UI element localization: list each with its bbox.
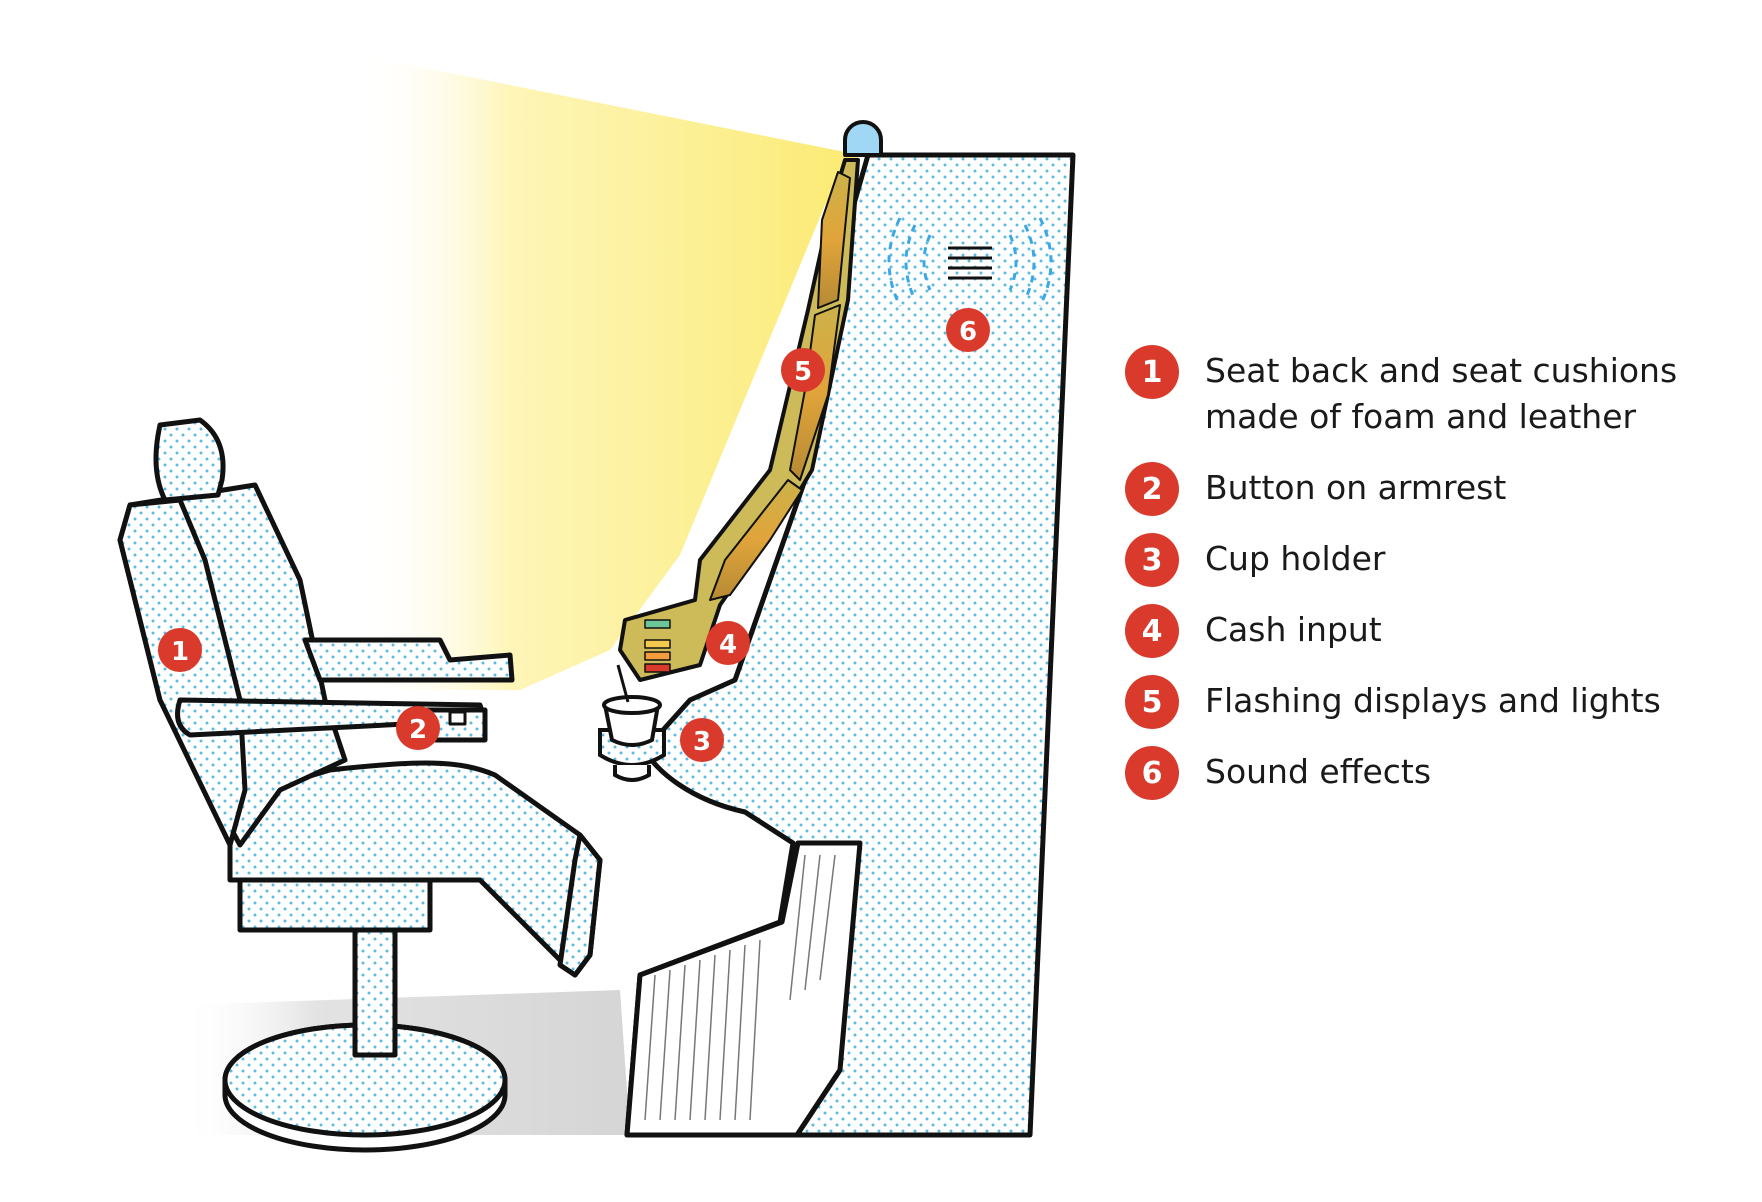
legend-item-1: 1 Seat back and seat cushions made of fo… [1125,345,1745,440]
top-lamp [843,120,883,157]
legend-badge-4: 4 [1125,604,1179,658]
chair-armrest-far [302,637,515,683]
cup-holder-base [613,765,651,782]
svg-text:4: 4 [719,630,737,660]
legend-badge-1: 1 [1125,345,1179,399]
marker-3: 3 [680,718,724,762]
armrest-button [448,710,467,726]
speaker-grille [948,246,992,280]
legend-badge-6: 6 [1125,746,1179,800]
marker-4: 4 [706,621,750,665]
svg-text:3: 3 [693,727,711,757]
legend-text-3: Cup holder [1205,539,1386,578]
marker-2: 2 [396,706,440,750]
legend-item-4: 4 Cash input [1125,604,1745,658]
sound-waves [887,217,1053,307]
cash-light-yellow [644,639,671,649]
footrest-lines [644,854,836,1121]
marker-5: 5 [781,348,825,392]
chair [117,417,603,1153]
display-screen-1 [817,171,851,309]
light-beam [360,55,860,690]
legend: 1 Seat back and seat cushions made of fo… [1125,345,1745,817]
chair-pedestal [352,927,398,1058]
cup-holder [598,664,666,782]
svg-text:5: 5 [794,357,812,387]
cup-lid [602,695,662,715]
chair-seat-cushion [227,760,603,978]
legend-text-2: Button on armrest [1205,468,1507,507]
chair-seat-support [237,877,433,933]
display-column [618,158,860,682]
legend-text-6: Sound effects [1205,752,1432,791]
cash-light-orange [644,651,671,661]
straw [616,664,630,703]
legend-item-3: 3 Cup holder [1125,533,1745,587]
display-screen-3 [709,479,803,601]
svg-text:2: 2 [409,715,427,745]
chair-legrest-front [557,832,603,978]
cabinet-edge [794,1068,843,1137]
legend-badge-5: 5 [1125,675,1179,729]
legend-item-2: 2 Button on armrest [1125,462,1745,516]
legend-text-4: Cash input [1205,610,1382,649]
svg-text:1: 1 [171,637,189,667]
legend-item-5: 5 Flashing displays and lights [1125,675,1745,729]
legend-item-6: 6 Sound effects [1125,746,1745,800]
svg-text:6: 6 [959,317,977,347]
legend-badge-3: 3 [1125,533,1179,587]
chair-headrest [153,417,226,503]
legend-badge-2: 2 [1125,462,1179,516]
legend-text-5: Flashing displays and lights [1205,681,1661,720]
legend-text-1: Seat back and seat cushions made of foam… [1205,351,1678,436]
slot-machine [624,120,1076,1138]
marker-1: 1 [158,628,202,672]
cup [602,703,661,747]
cash-light-red [644,663,671,673]
marker-6: 6 [946,308,990,352]
footrest-panel [624,840,863,1138]
markers: 1 2 3 4 5 6 [158,308,990,762]
cash-light-green [644,619,671,629]
